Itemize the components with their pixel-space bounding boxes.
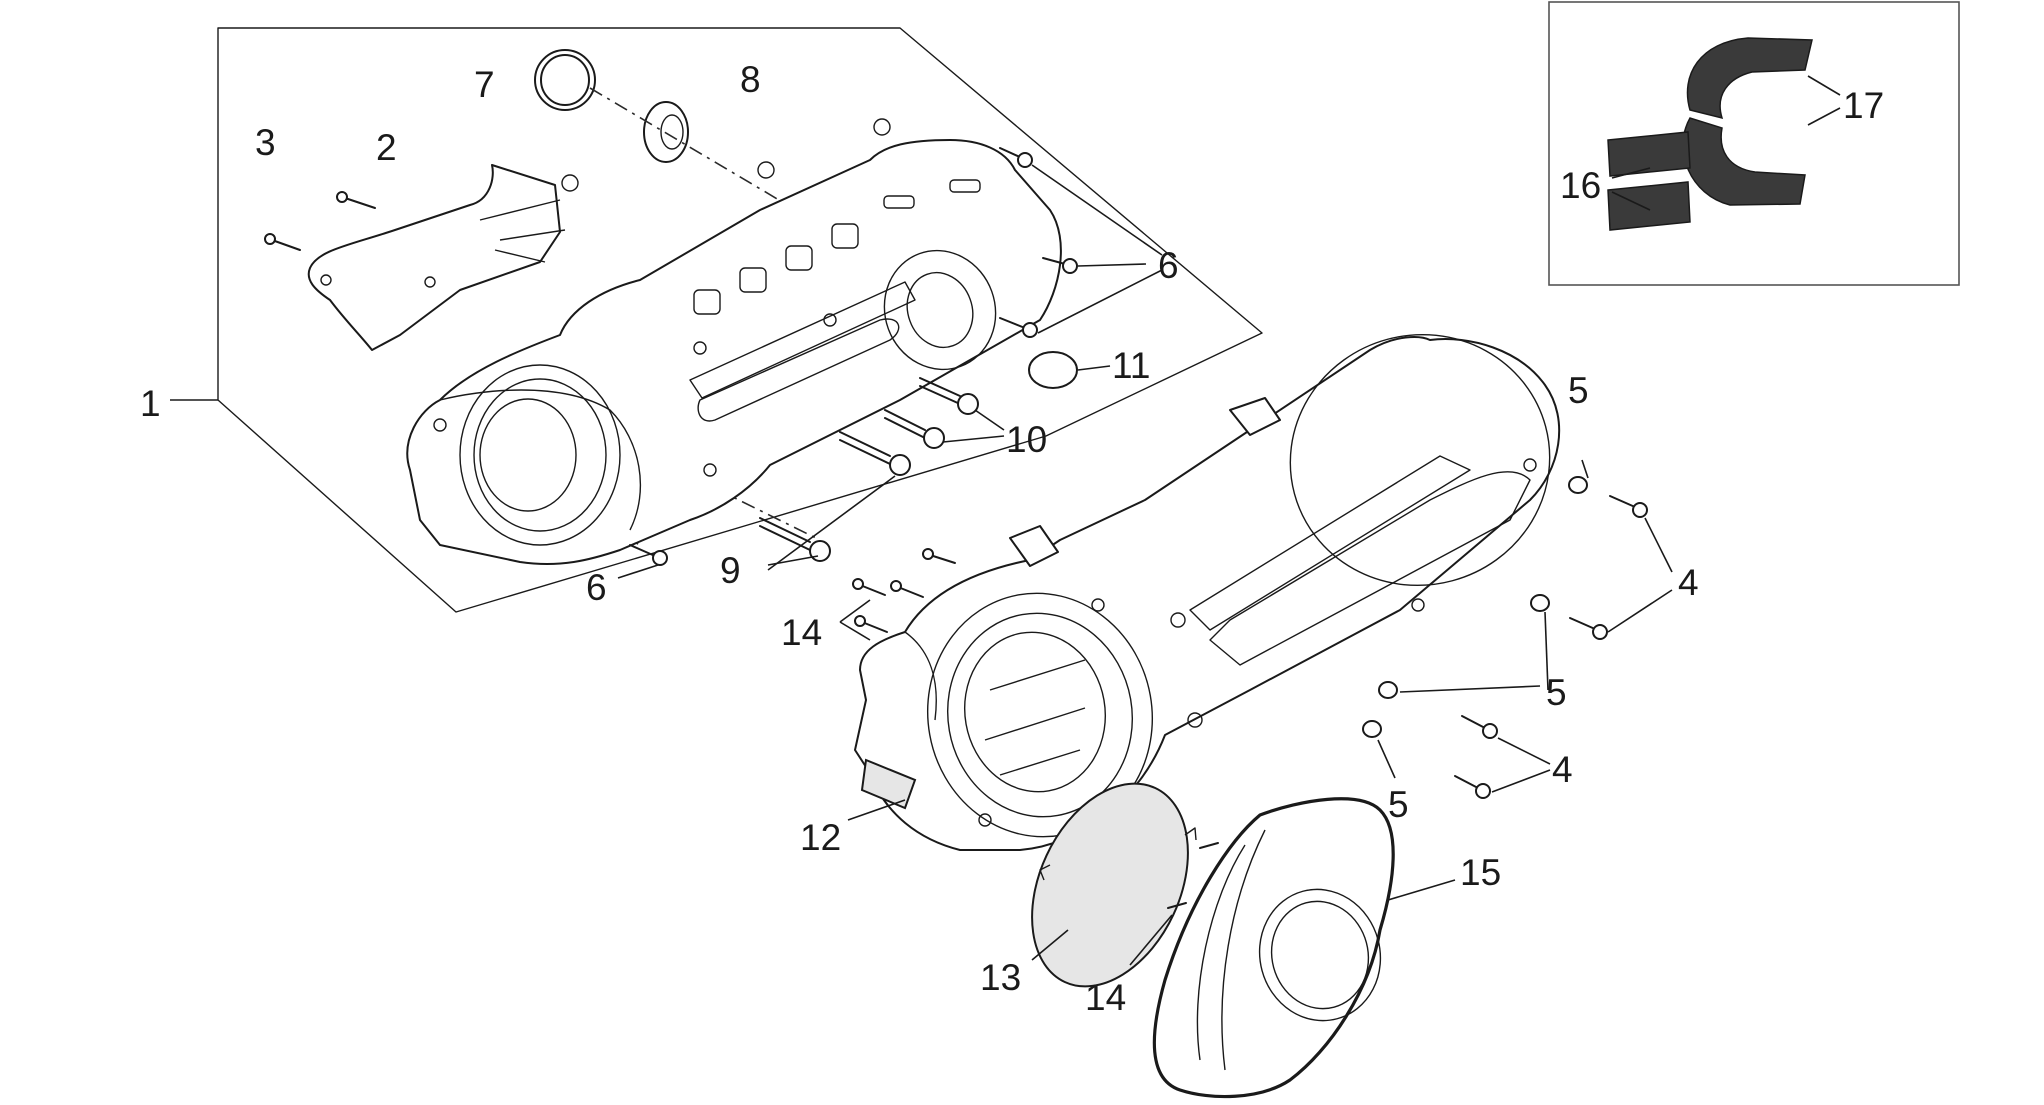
part-17-shoes (1682, 37, 1813, 206)
callout-7: 7 (474, 64, 495, 105)
callout-17: 17 (1843, 85, 1884, 126)
part-5-dowels (1362, 476, 1588, 738)
callout-6: 6 (1158, 245, 1179, 286)
callout-1: 1 (140, 383, 161, 424)
part-13-disc (1031, 782, 1197, 988)
part-7-circlip (534, 49, 596, 111)
part-3-screws (264, 191, 376, 251)
part-11-cap (1028, 351, 1078, 389)
part-4-bolts (1454, 495, 1648, 799)
callout-4: 4 (1552, 749, 1573, 790)
callout-5: 5 (1388, 784, 1409, 825)
callout-8: 8 (740, 59, 761, 100)
callout-14: 14 (1085, 977, 1126, 1018)
callout-3: 3 (255, 122, 276, 163)
part-6-screws (629, 147, 1078, 566)
callout-9: 9 (720, 550, 741, 591)
part-12-grille (860, 758, 917, 810)
part-10-bolts (884, 377, 979, 449)
inset-box (1548, 1, 1960, 286)
callout-4: 4 (1678, 562, 1699, 603)
part-15-lid (1152, 797, 1395, 1099)
callout-5: 5 (1568, 370, 1589, 411)
callout-16: 16 (1560, 165, 1601, 206)
part-2-plate (307, 164, 566, 351)
part-1-inner-cover (406, 118, 1062, 566)
callout-5: 5 (1546, 672, 1567, 713)
callout-15: 15 (1460, 852, 1501, 893)
callout-12: 12 (800, 817, 841, 858)
callout-2: 2 (376, 127, 397, 168)
callout-10: 10 (1006, 419, 1047, 460)
group-1-outline (217, 27, 1263, 613)
part-8-seal (643, 101, 689, 163)
part-14-screws (852, 548, 1219, 909)
callout-13: 13 (980, 957, 1021, 998)
callout-6: 6 (586, 567, 607, 608)
callout-labels: 1 2 3 7 8 6 11 10 9 6 14 12 13 14 15 5 4… (140, 59, 1884, 1018)
part-16-blocks (1607, 131, 1691, 231)
outer-cover-housing (854, 333, 1561, 851)
callout-14: 14 (781, 612, 822, 653)
callout-11: 11 (1112, 345, 1150, 386)
